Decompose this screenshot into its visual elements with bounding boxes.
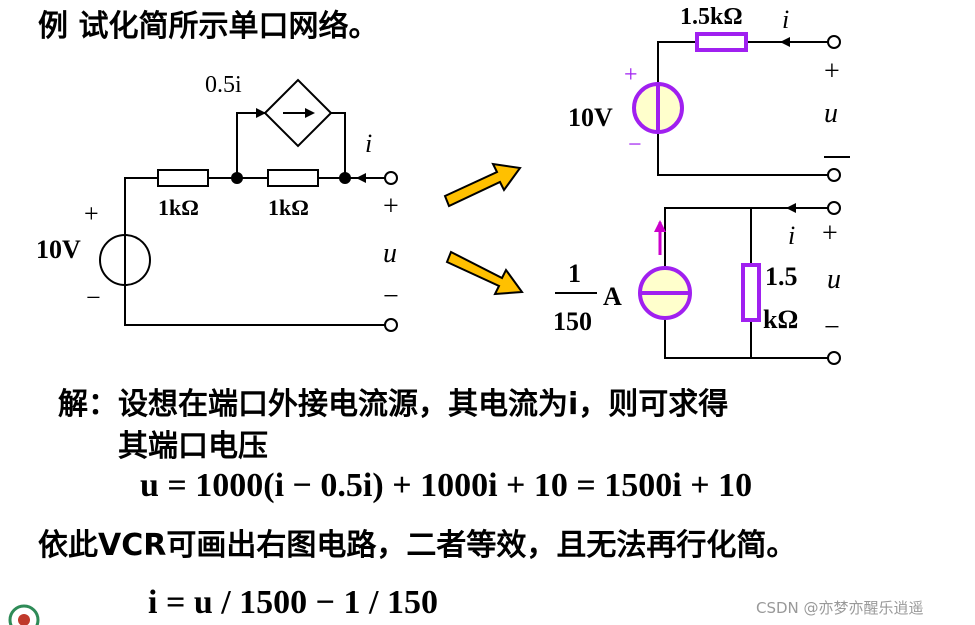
current-label: i [788, 221, 795, 250]
title: 例 试化简所示单口网络。 [38, 9, 378, 44]
left-circuit: 0.5i 1kΩ 1kΩ i 10V + − + u − [36, 72, 399, 332]
r1-label: 1kΩ [158, 195, 199, 220]
wire [124, 177, 158, 235]
terminal [827, 201, 841, 215]
port-plus: + [383, 191, 399, 222]
wire [664, 318, 828, 359]
r2-label: 1kΩ [268, 195, 309, 220]
solution-line-3: 依此VCR可画出右图电路，二者等效，且无法再行化简。 [38, 528, 796, 563]
port-plus: + [824, 56, 840, 87]
terminal [827, 351, 841, 365]
wire [331, 112, 346, 178]
arrow-to-bottom-icon [445, 250, 524, 296]
equation-1: u = 1000(i − 0.5i) + 1000i + 10 = 1500i … [140, 467, 752, 504]
port-voltage: u [383, 238, 397, 269]
resistor-label: 1.5kΩ [680, 4, 743, 30]
fraction-numerator: 1 [568, 259, 581, 288]
current-label: i [365, 129, 372, 158]
wire [657, 41, 697, 85]
resistor-r1 [157, 169, 209, 187]
resistor-r2 [267, 169, 319, 187]
node [339, 172, 351, 184]
terminal [384, 318, 398, 332]
minus-label: − [628, 132, 642, 158]
resistor-label-2: kΩ [763, 305, 798, 334]
dep-source-label: 0.5i [205, 72, 242, 98]
wire [657, 132, 828, 176]
wire [124, 285, 385, 326]
plus-label: + [624, 62, 638, 88]
terminal [384, 171, 398, 185]
wire [664, 207, 828, 268]
resistor-1.5k [741, 263, 761, 322]
right-bottom-circuit: 1 150 A 1.5 kΩ i + u − [553, 201, 841, 365]
port-voltage: u [824, 98, 838, 129]
solution-line-1: 解：设想在端口外接电流源，其电流为i，则可求得 [58, 387, 728, 422]
watermark: CSDN @亦梦亦醒乐逍遥 [756, 599, 924, 617]
port-minus: − [824, 312, 840, 343]
port-plus: + [822, 218, 838, 249]
plus-label: + [84, 199, 99, 228]
wire [236, 112, 265, 178]
solution-line-2: 其端口电压 [118, 429, 268, 464]
arrow-to-top-icon [443, 162, 522, 208]
minus-label: − [86, 283, 101, 312]
current-label: i [782, 5, 789, 34]
terminal [827, 35, 841, 49]
logo-icon [8, 604, 40, 625]
resistor-1.5k [695, 32, 748, 52]
equation-2: i = u / 1500 − 1 / 150 [148, 584, 438, 621]
source-label: 10V [568, 103, 613, 132]
port-minus: − [383, 281, 399, 312]
port-voltage: u [827, 264, 841, 295]
current-unit: A [603, 282, 622, 311]
resistor-label-1: 1.5 [765, 262, 798, 291]
fraction-denominator: 150 [553, 307, 592, 336]
terminal [827, 168, 841, 182]
right-top-circuit: 1.5kΩ i 10V + − + u [568, 4, 850, 182]
source-label: 10V [36, 235, 81, 264]
node [231, 172, 243, 184]
